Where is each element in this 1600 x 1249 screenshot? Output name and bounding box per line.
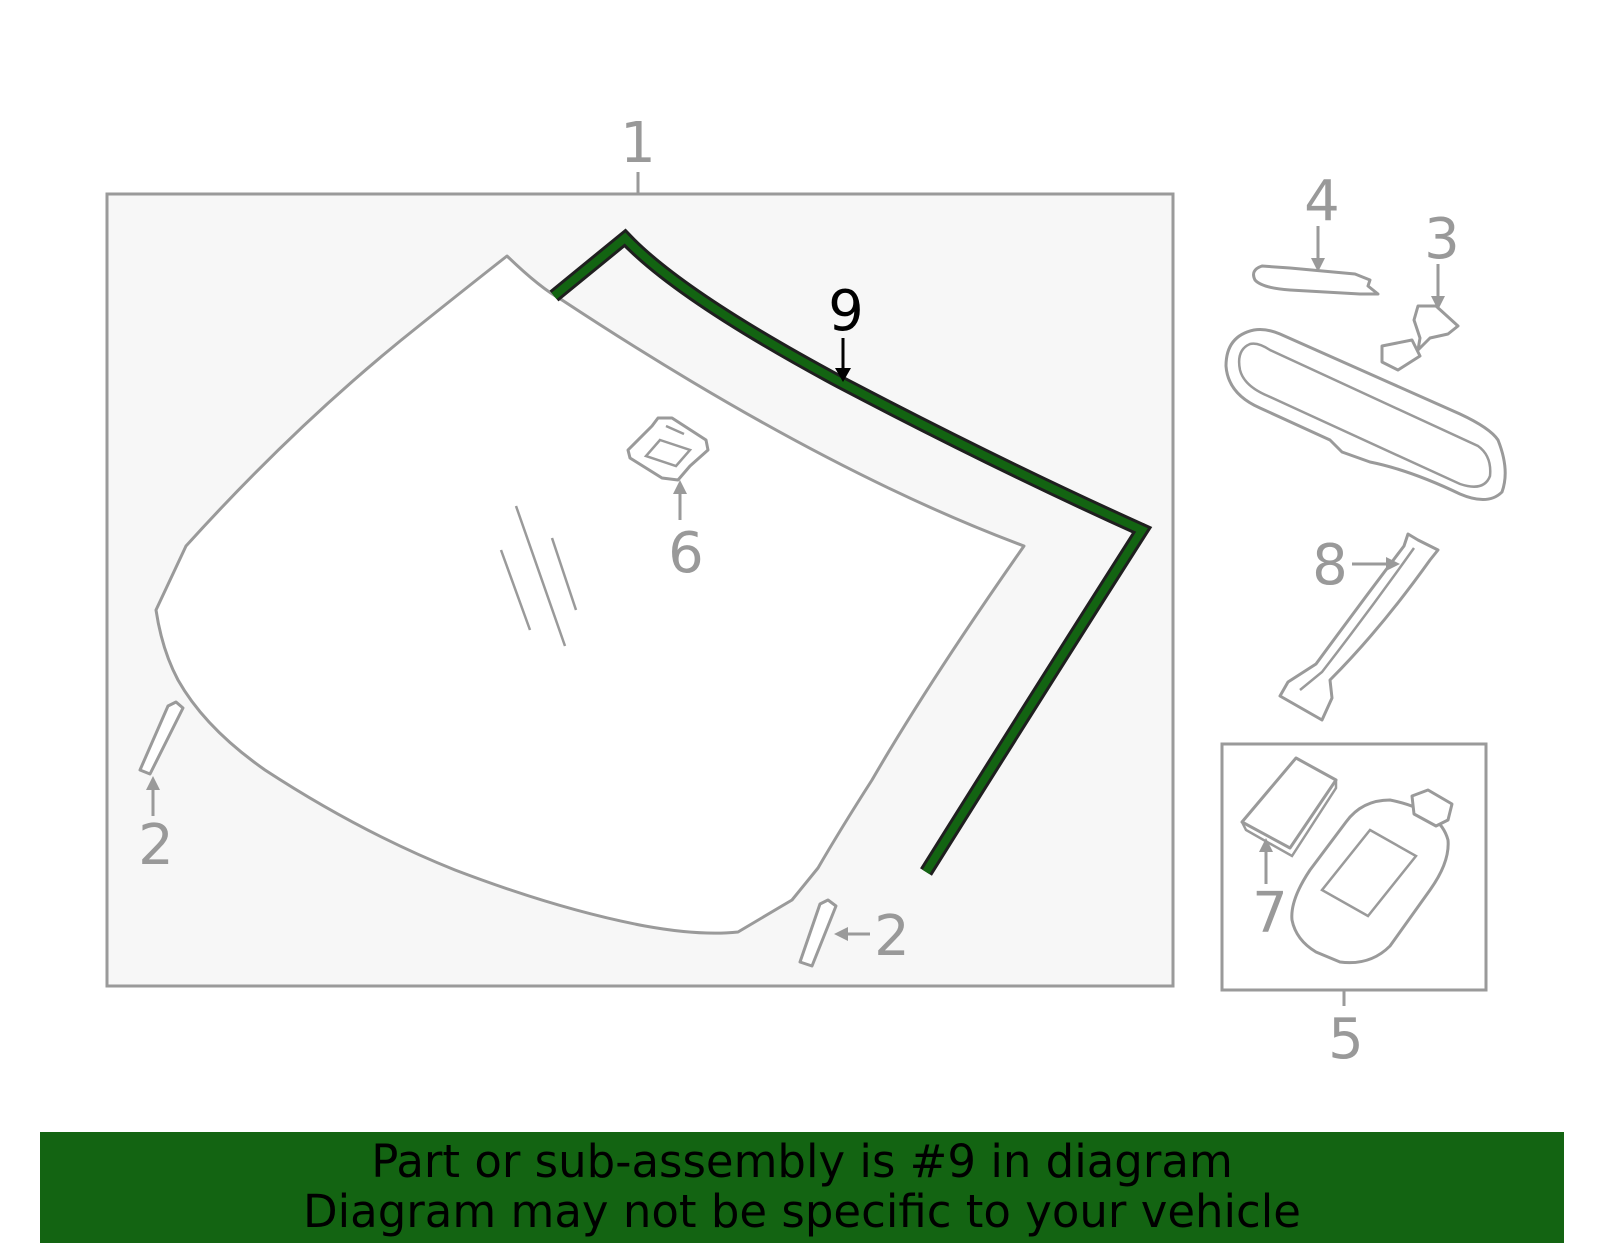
molding-left-part — [138, 700, 185, 776]
bracket-detail — [643, 424, 693, 468]
rearview-mirror-part — [1224, 328, 1507, 501]
sensor-connector — [1410, 788, 1454, 828]
callout-6-arrowhead — [673, 480, 687, 494]
rearview-mirror-glass — [1237, 342, 1492, 488]
info-banner: Part or sub-assembly is #9 in diagram Di… — [40, 1132, 1564, 1243]
callout-7-arrowhead — [1259, 838, 1273, 852]
callout-2-right-arrowhead — [834, 927, 848, 941]
sensor-body-part — [1290, 798, 1450, 965]
callout-1: 1 — [620, 111, 656, 176]
callout-9: 9 — [828, 279, 864, 344]
sensor-window — [1320, 828, 1418, 918]
weatherstrip-highlight-fill — [551, 232, 1148, 875]
glass-reflection-line — [550, 537, 578, 611]
sensor-pad-edge — [1240, 780, 1338, 858]
garnish-part — [1278, 532, 1440, 722]
callout-3-arrowhead — [1431, 296, 1445, 310]
glass-reflection-line — [499, 549, 532, 631]
callout-4: 4 — [1304, 169, 1340, 234]
windshield-glass — [154, 254, 1026, 935]
mirror-stem — [1380, 338, 1422, 372]
callout-2-left-arrowhead — [146, 776, 160, 790]
mirror-mount-part — [1412, 304, 1460, 352]
callout-2-left: 2 — [138, 813, 174, 878]
banner-line-2: Diagram may not be specific to your vehi… — [303, 1185, 1301, 1238]
mirror-cover-part — [1252, 264, 1380, 296]
sensor-pad-part — [1240, 756, 1338, 850]
callout-8-arrowhead — [1386, 557, 1400, 571]
callout-4-arrowhead — [1311, 258, 1325, 272]
callout-8: 8 — [1312, 533, 1348, 598]
callout-5: 5 — [1328, 1007, 1364, 1072]
callout-6: 6 — [668, 521, 704, 586]
callout-9-arrowhead — [835, 368, 851, 382]
garnish-detail — [1299, 547, 1416, 691]
glass-reflection-line — [514, 505, 567, 647]
banner-line-1: Part or sub-assembly is #9 in diagram — [371, 1135, 1233, 1188]
callout-7: 7 — [1252, 881, 1288, 946]
callout-2-right: 2 — [874, 904, 910, 969]
molding-right-part — [798, 898, 838, 968]
callout-3: 3 — [1424, 207, 1460, 272]
bracket-part — [626, 416, 710, 482]
